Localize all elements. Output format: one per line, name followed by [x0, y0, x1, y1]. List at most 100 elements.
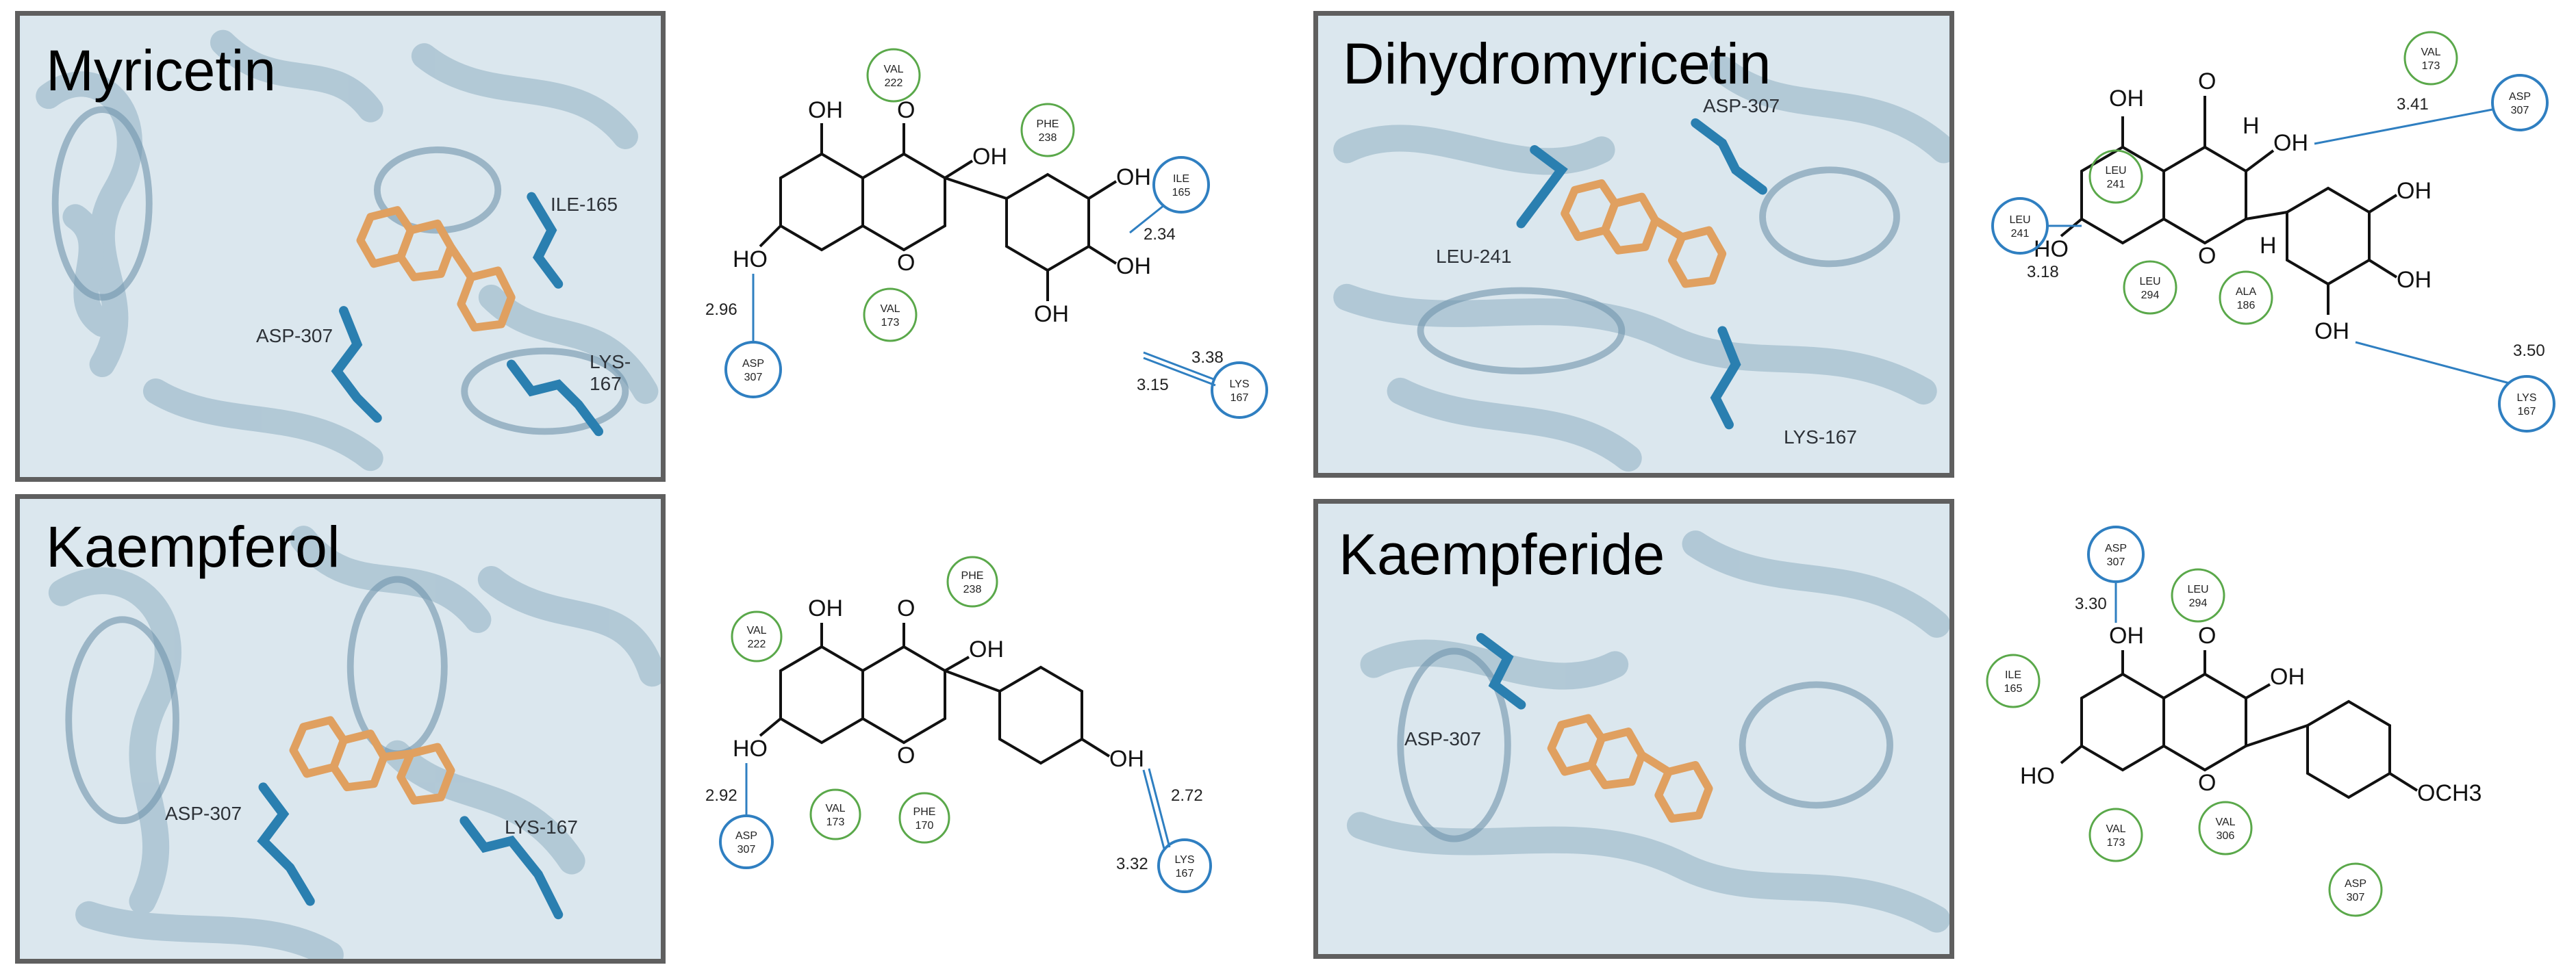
hydrophobic-contact-ala186: ALA 186 — [2219, 270, 2273, 325]
svg-text:306: 306 — [2217, 830, 2235, 842]
panel-myricetin-3d: Myricetin ILE-165 ASP-307 LYS-167 — [15, 11, 666, 482]
svg-text:307: 307 — [744, 372, 763, 383]
atom-label: O — [2198, 623, 2216, 649]
panel-kaempferide-3d: Kaempferide ASP-307 — [1313, 499, 1954, 959]
svg-text:173: 173 — [881, 317, 900, 329]
residue-label: ASP-307 — [1703, 95, 1780, 116]
hydrophobic-contact-val306: VAL 306 — [2198, 801, 2253, 855]
distance-label: 2.72 — [1171, 786, 1203, 805]
atom-label: OH — [2314, 318, 2349, 344]
hbond-residue-lys167: LYS 167 — [1143, 351, 1268, 419]
hbond-residue-asp307: ASP 307 — [2314, 74, 2549, 145]
atom-label: OH — [2397, 267, 2432, 293]
atom-label: OH — [972, 144, 1007, 170]
residue-label: LYS-167 — [505, 816, 578, 838]
svg-text:173: 173 — [826, 816, 845, 828]
svg-text:ALA: ALA — [2236, 286, 2257, 298]
residue-label: LYS-167 — [1784, 426, 1857, 448]
atom-label: O — [897, 743, 915, 769]
atom-label: OH — [1116, 164, 1151, 190]
svg-text:VAL: VAL — [2106, 823, 2125, 835]
svg-text:167: 167 — [1230, 392, 1249, 404]
svg-text:307: 307 — [2511, 105, 2529, 116]
svg-text:241: 241 — [2011, 228, 2030, 240]
svg-text:LYS: LYS — [1174, 854, 1194, 866]
residue-label: LEU-241 — [1436, 246, 1512, 267]
svg-text:VAL: VAL — [2215, 816, 2235, 828]
svg-text:LEU: LEU — [2009, 214, 2030, 226]
distance-label: 3.38 — [1191, 348, 1224, 367]
svg-text:LEU: LEU — [2187, 584, 2208, 595]
svg-text:186: 186 — [2237, 300, 2256, 311]
svg-text:ASP: ASP — [2105, 543, 2127, 554]
svg-text:294: 294 — [2189, 597, 2208, 609]
svg-text:173: 173 — [2422, 60, 2440, 72]
svg-text:222: 222 — [748, 639, 766, 650]
distance-label: 3.41 — [2397, 95, 2429, 114]
residue-label: ILE-165 — [551, 194, 618, 215]
distance-label: 3.32 — [1116, 855, 1148, 873]
atom-label: OH — [1109, 746, 1144, 772]
hydrophobic-contact-phe238: PHE 238 — [1020, 103, 1075, 157]
interaction-diagram-dihydromyricetin: OH O H OH HO O H OH OH OH VAL 173 ASP 30… — [1972, 21, 2575, 459]
svg-text:ASP: ASP — [2509, 91, 2531, 103]
svg-text:ASP: ASP — [742, 358, 764, 370]
hydrophobic-contact-val222: VAL 222 — [731, 610, 783, 662]
atom-label: OH — [808, 97, 843, 123]
distance-label: 2.34 — [1144, 225, 1176, 244]
svg-text:167: 167 — [1176, 868, 1194, 879]
svg-text:LEU: LEU — [2139, 276, 2160, 287]
svg-text:ILE: ILE — [2005, 669, 2021, 681]
atom-label: HO — [2020, 763, 2055, 789]
svg-text:LEU: LEU — [2105, 165, 2126, 177]
svg-text:307: 307 — [2107, 556, 2125, 568]
svg-text:VAL: VAL — [825, 803, 845, 814]
svg-text:165: 165 — [2004, 683, 2023, 695]
svg-text:173: 173 — [2107, 837, 2125, 849]
svg-text:307: 307 — [737, 844, 756, 855]
svg-text:165: 165 — [1172, 187, 1191, 198]
distance-label: 3.18 — [2027, 263, 2059, 281]
svg-text:VAL: VAL — [746, 625, 766, 636]
svg-text:307: 307 — [2347, 892, 2365, 903]
atom-label: O — [897, 250, 915, 276]
hydrophobic-contact-asp307: ASP 307 — [2328, 862, 2383, 917]
svg-text:LYS: LYS — [1229, 378, 1249, 390]
panel-title: Kaempferide — [1339, 522, 1665, 587]
atom-label: O — [2198, 68, 2216, 94]
panel-dihydromyricetin-3d: Dihydromyricetin ASP-307 LEU-241 LYS-167 — [1313, 11, 1954, 478]
hydrophobic-contact-val173: VAL 173 — [2088, 808, 2143, 862]
hydrophobic-contact-leu294: LEU 294 — [2123, 260, 2177, 315]
hydrophobic-contact-phe238: PHE 238 — [946, 556, 998, 608]
atom-label: OH — [808, 595, 843, 621]
distance-label: 2.96 — [705, 300, 737, 319]
protein-structure-image — [1319, 504, 1949, 954]
atom-label: OH — [969, 636, 1004, 662]
hydrophobic-contact-val173: VAL 173 — [863, 287, 918, 342]
svg-text:170: 170 — [916, 820, 934, 832]
atom-label: OH — [2397, 178, 2432, 204]
svg-text:VAL: VAL — [880, 303, 900, 315]
atom-label: OH — [1034, 301, 1069, 327]
residue-label: ASP-307 — [256, 325, 333, 346]
svg-text:LYS: LYS — [2516, 392, 2536, 404]
svg-text:238: 238 — [963, 584, 982, 595]
distance-label: 3.15 — [1137, 376, 1169, 394]
atom-label: OH — [1116, 253, 1151, 279]
atom-label: HO — [733, 736, 768, 762]
hbond-residue-lys167: LYS 167 — [2355, 341, 2555, 433]
svg-text:VAL: VAL — [883, 64, 903, 75]
svg-text:ASP: ASP — [735, 830, 757, 842]
hydrophobic-contact-leu294: LEU 294 — [2171, 568, 2225, 623]
svg-text:PHE: PHE — [913, 806, 936, 818]
residue-label: ASP-307 — [1404, 728, 1482, 749]
atom-label: OH — [2109, 623, 2144, 649]
svg-text:167: 167 — [2518, 406, 2536, 417]
svg-text:238: 238 — [1039, 132, 1057, 144]
svg-text:PHE: PHE — [1037, 118, 1059, 130]
svg-text:222: 222 — [885, 77, 903, 89]
atom-label: HO — [2034, 236, 2069, 262]
hbond-residue-leu241: LEU 241 — [1991, 197, 2082, 255]
hydrophobic-contact-val173: VAL 173 — [2403, 31, 2458, 86]
atom-label: OH — [2273, 130, 2308, 156]
